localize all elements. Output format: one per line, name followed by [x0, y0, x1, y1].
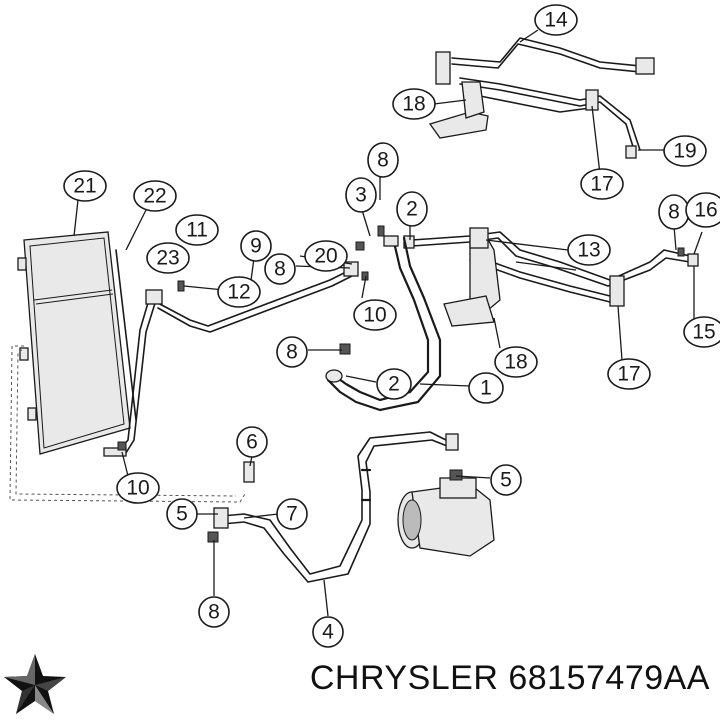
svg-text:15: 15 — [692, 321, 715, 344]
svg-text:3: 3 — [355, 184, 367, 207]
callout-15: 15 — [683, 316, 720, 348]
callout-2: 2 — [396, 191, 428, 227]
svg-text:8: 8 — [208, 601, 220, 624]
callout-5: 5 — [490, 464, 522, 496]
callout-8: 8 — [264, 253, 296, 285]
callout-14: 14 — [534, 4, 578, 36]
svg-text:2: 2 — [406, 198, 418, 221]
callout-8: 8 — [198, 596, 230, 628]
callout-1: 1 — [468, 372, 504, 404]
svg-text:4: 4 — [322, 621, 334, 644]
svg-text:19: 19 — [673, 140, 696, 163]
upper-line-assembly — [428, 37, 655, 159]
svg-text:10: 10 — [126, 477, 149, 500]
callout-23: 23 — [146, 242, 190, 274]
svg-text:11: 11 — [186, 219, 208, 242]
svg-text:16: 16 — [694, 199, 717, 222]
svg-text:18: 18 — [504, 351, 527, 374]
callout-8: 8 — [276, 336, 308, 368]
svg-text:20: 20 — [314, 245, 337, 268]
svg-text:1: 1 — [480, 377, 492, 400]
callout-21: 21 — [63, 170, 107, 202]
brand-part-number-label: CHRYSLER 68157479AA — [270, 659, 710, 698]
svg-text:8: 8 — [274, 258, 286, 281]
callout-17: 17 — [580, 168, 624, 200]
callout-16: 16 — [685, 192, 720, 228]
svg-text:18: 18 — [402, 93, 425, 116]
svg-text:21: 21 — [73, 175, 96, 198]
svg-text:8: 8 — [668, 201, 680, 224]
condenser — [17, 231, 137, 455]
svg-text:8: 8 — [286, 341, 298, 364]
svg-text:5: 5 — [176, 503, 188, 526]
callout-17: 17 — [607, 358, 651, 390]
svg-text:8: 8 — [377, 149, 389, 172]
svg-text:14: 14 — [544, 9, 568, 32]
callout-11: 11 — [175, 214, 219, 246]
svg-text:7: 7 — [286, 503, 298, 526]
part-number: 68157479AA — [508, 659, 710, 697]
svg-text:17: 17 — [617, 363, 640, 386]
callout-2: 2 — [376, 368, 412, 400]
callout-12: 12 — [217, 276, 261, 308]
svg-text:10: 10 — [363, 304, 386, 327]
svg-text:22: 22 — [143, 185, 166, 208]
svg-text:6: 6 — [246, 431, 258, 454]
callout-13: 13 — [567, 234, 611, 266]
small-hardware — [117, 247, 685, 483]
svg-text:2: 2 — [388, 373, 400, 396]
callout-18: 18 — [494, 346, 538, 378]
callout-8: 8 — [658, 194, 690, 230]
svg-text:9: 9 — [250, 235, 262, 258]
callouts: 14 18 19 17 8 3 2 8 16 13 21 22 11 9 23 … — [63, 4, 720, 648]
callout-10: 10 — [116, 472, 160, 504]
svg-text:12: 12 — [227, 281, 250, 304]
svg-text:13: 13 — [577, 239, 600, 262]
callout-20: 20 — [304, 240, 348, 272]
callout-19: 19 — [663, 135, 707, 167]
callout-5: 5 — [166, 498, 198, 530]
svg-text:23: 23 — [156, 247, 179, 270]
suction-hose — [325, 225, 442, 412]
callout-22: 22 — [133, 180, 177, 212]
svg-text:5: 5 — [500, 469, 512, 492]
callout-4: 4 — [312, 616, 344, 648]
callout-9: 9 — [240, 230, 272, 262]
callout-18: 18 — [392, 88, 436, 120]
callout-3: 3 — [345, 177, 377, 213]
callout-8: 8 — [367, 142, 399, 178]
chrysler-logo-icon — [4, 654, 66, 714]
compressor — [397, 469, 495, 557]
callout-6: 6 — [236, 426, 268, 458]
brand-name: CHRYSLER — [309, 659, 499, 697]
middle-line-assembly — [403, 227, 699, 327]
dashed-routing — [9, 345, 246, 503]
callout-7: 7 — [276, 498, 308, 530]
discharge-line — [207, 431, 459, 583]
svg-text:17: 17 — [590, 173, 613, 196]
callout-10: 10 — [353, 299, 397, 331]
